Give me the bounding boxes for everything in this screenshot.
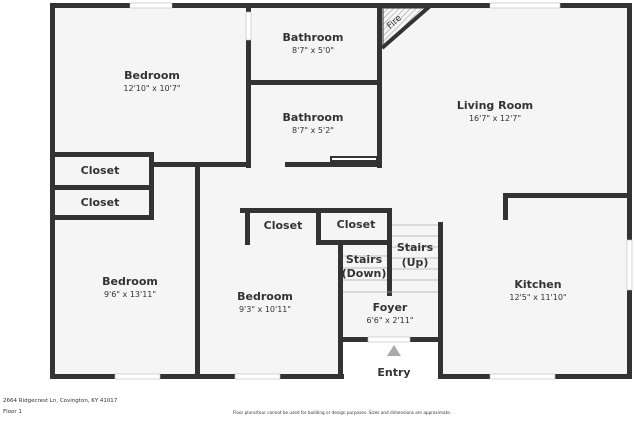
- disclaimer: Floor plans/tour cannot be used for buil…: [232, 410, 452, 415]
- room-dimensions: 8'7" x 5'2": [292, 126, 334, 135]
- room-label: Bathroom: [283, 31, 344, 44]
- room-label: Bedroom: [237, 290, 293, 303]
- room-label: Foyer: [373, 301, 408, 314]
- room-label: Bedroom: [124, 69, 180, 82]
- room-dimensions: 12'10" x 10'7": [123, 84, 180, 93]
- room-label: Stairs: [397, 241, 434, 254]
- room-label: (Down): [342, 267, 387, 280]
- room-label: Closet: [81, 196, 120, 209]
- room-dimensions: 6'6" x 2'11": [366, 316, 413, 325]
- room-label: (Up): [402, 256, 429, 269]
- room-label: Closet: [81, 164, 120, 177]
- floor-label: Floor 1: [3, 409, 22, 415]
- room-dimensions: 8'7" x 5'0": [292, 46, 334, 55]
- entry-area: [343, 340, 440, 380]
- room-label: Bathroom: [283, 111, 344, 124]
- room-label: Closet: [337, 218, 376, 231]
- room-label: Kitchen: [514, 278, 561, 291]
- room-dimensions: 9'3" x 10'11": [239, 305, 291, 314]
- entry-arrow-icon: [387, 345, 401, 356]
- room-label: Bedroom: [102, 275, 158, 288]
- stairs-lines: [343, 224, 438, 293]
- room-label: Stairs: [346, 253, 383, 266]
- address: 2664 Ridgecrest Ln, Covington, KY 41017: [3, 398, 118, 404]
- room-label: Living Room: [457, 99, 533, 112]
- room-label: Closet: [264, 219, 303, 232]
- room-dimensions: 16'7" x 12'7": [469, 114, 521, 123]
- room-dimensions: 9'6" x 13'11": [104, 290, 156, 299]
- room-dimensions: 12'5" x 11'10": [509, 293, 566, 302]
- windows: [114, 2, 633, 380]
- fireplace-wall: [380, 4, 432, 50]
- room-label: Entry: [377, 366, 410, 379]
